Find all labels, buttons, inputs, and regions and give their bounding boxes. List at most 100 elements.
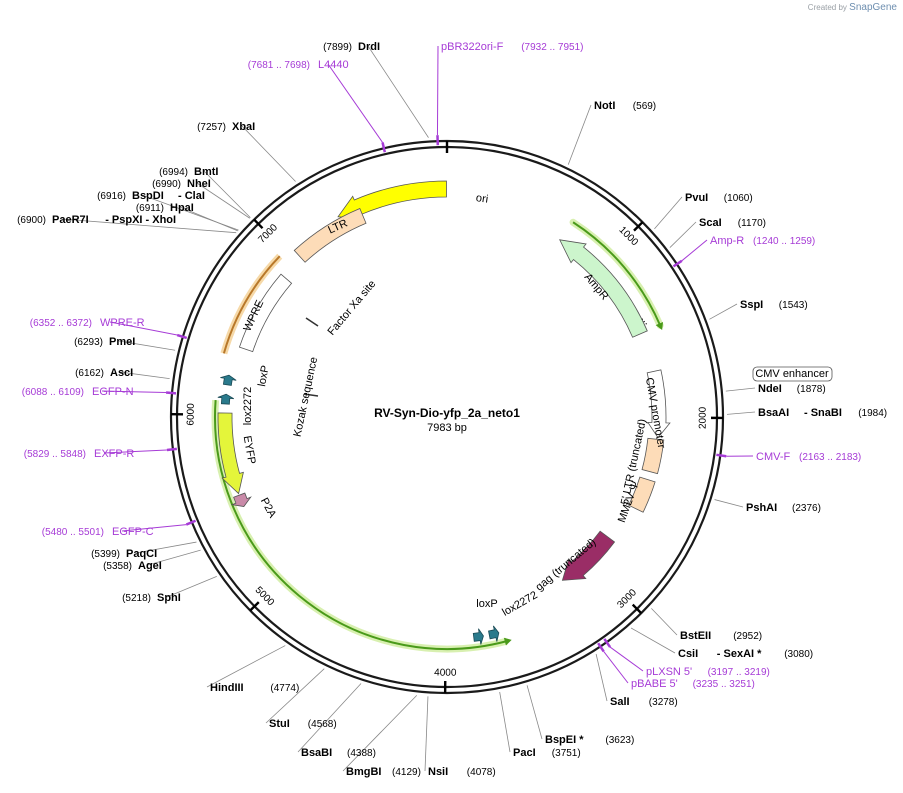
mmlv-psi-feature xyxy=(628,476,656,513)
tick-mark-7000 xyxy=(253,218,264,229)
enzyme-leader-drdi xyxy=(367,45,429,138)
primer-label-plxsn-5[interactable]: pLXSN 5' xyxy=(646,666,692,678)
tick-label-4000: 4000 xyxy=(434,668,457,679)
eyfp-orf-arc xyxy=(214,400,508,650)
primer-site-l4440 xyxy=(381,142,387,153)
primer-label-exfp-r[interactable]: EXFP-R xyxy=(94,448,134,460)
primer-site-plxsn-5 xyxy=(603,638,612,648)
enzyme-label-csii[interactable]: CsiI xyxy=(678,648,698,660)
enzyme-label-sphi[interactable]: SphI xyxy=(157,592,181,604)
enzyme-leader-paci xyxy=(499,691,511,753)
enzyme-label-paci[interactable]: PacI xyxy=(513,747,536,759)
primer-label-egfp-c[interactable]: EGFP-C xyxy=(112,526,154,538)
enzyme-label-bspdi[interactable]: BspDI xyxy=(132,190,164,202)
enzyme-leader-bsaai xyxy=(726,411,756,415)
primer-label-wpre-r[interactable]: WPRE-R xyxy=(100,317,145,329)
enzyme-label-agei[interactable]: AgeI xyxy=(138,560,162,572)
loxp-bottom-feature xyxy=(472,628,484,645)
label-leader-lines xyxy=(61,45,756,772)
primer-site-egfp-n xyxy=(165,391,177,395)
snapgene-branding: Created by SnapGene xyxy=(808,2,897,13)
primer-site-cmv-f xyxy=(716,453,727,458)
kozak-mark xyxy=(303,393,319,397)
enzyme-leader-paer7i xyxy=(61,218,237,234)
enzyme-pos-nsii: (4078) xyxy=(467,767,496,778)
enzyme-pos-scai: (1170) xyxy=(738,218,766,229)
enzyme-pos-sali: (3278) xyxy=(649,697,678,708)
primer-range-l4440: (7681 .. 7698) xyxy=(248,60,310,71)
enzyme-leader-stui xyxy=(265,668,325,724)
enzyme-leader-csii xyxy=(630,627,676,654)
primer-label-egfp-n[interactable]: EGFP-N xyxy=(92,386,134,398)
enzyme-label-bmti[interactable]: BmtI xyxy=(194,166,218,178)
enzyme-label-bsteii[interactable]: BstEII xyxy=(680,630,711,642)
enzyme-extra-bsaai[interactable]: - SnaBI xyxy=(804,407,842,419)
enzyme-pos-ndei: (1878) xyxy=(797,384,826,395)
enzyme-pos-noti: (569) xyxy=(633,101,656,112)
enzyme-label-pvui[interactable]: PvuI xyxy=(685,192,708,204)
primer-site-egfp-c xyxy=(185,519,197,526)
enzyme-label-paer7i[interactable]: PaeR7I xyxy=(52,214,89,226)
enzyme-label-asci[interactable]: AscI xyxy=(110,367,133,379)
enzyme-pos-paci: (3751) xyxy=(552,748,581,759)
enzyme-label-noti[interactable]: NotI xyxy=(594,100,615,112)
primer-range-pbabe-5: (3235 .. 3251) xyxy=(693,679,755,690)
tick-mark-5000 xyxy=(249,601,260,612)
primer-label-cmv-f[interactable]: CMV-F xyxy=(756,451,791,463)
primer-leader-l4440 xyxy=(327,63,383,143)
enzyme-extra-csii[interactable]: - SexAI * xyxy=(717,648,762,660)
enzyme-leader-pshai xyxy=(714,499,744,508)
loxp-left-feature xyxy=(220,374,237,386)
enzyme-label-stui[interactable]: StuI xyxy=(269,718,290,730)
enzyme-pos-bsabi: (4388) xyxy=(347,748,376,759)
enzyme-label-nsii[interactable]: NsiI xyxy=(428,766,448,778)
enzyme-pos-csii: (3080) xyxy=(784,649,813,660)
primer-label-amp-r[interactable]: Amp-R xyxy=(710,235,744,247)
enzyme-pos-bspdi: (6916) xyxy=(97,191,126,202)
enzyme-label-bsaai[interactable]: BsaAI xyxy=(758,407,789,419)
enzyme-label-bmgbi[interactable]: BmgBI xyxy=(346,766,381,778)
enzyme-label-pshai[interactable]: PshAI xyxy=(746,502,777,514)
primer-label-l4440[interactable]: L4440 xyxy=(318,59,349,71)
enzyme-label-bspei[interactable]: BspEI * xyxy=(545,734,584,746)
primer-label-pbr322ori-f[interactable]: pBR322ori-F xyxy=(441,41,504,53)
primer-leader-pbabe-5 xyxy=(603,651,629,684)
enzyme-pos-bsaai: (1984) xyxy=(858,408,887,419)
enzyme-leader-sphi xyxy=(166,575,217,598)
enzyme-label-xbai[interactable]: XbaI xyxy=(232,121,255,133)
wpre-arc xyxy=(222,255,281,354)
gag-feature xyxy=(561,530,616,581)
enzyme-label-paqci[interactable]: PaqCI xyxy=(126,548,157,560)
enzyme-label-drdi[interactable]: DrdI xyxy=(358,41,380,53)
primer-label-pbabe-5[interactable]: pBABE 5' xyxy=(631,678,678,690)
enzyme-extra-paer7i[interactable]: - PspXI - XhoI xyxy=(105,214,176,226)
enzyme-label-scai[interactable]: ScaI xyxy=(699,217,722,229)
enzyme-label-sali[interactable]: SalI xyxy=(610,696,630,708)
enzyme-label-nhei[interactable]: NheI xyxy=(187,178,211,190)
eyfp-orf-arrowhead xyxy=(503,637,512,646)
primer-range-egfp-c: (5480 .. 5501) xyxy=(42,527,104,538)
enzyme-extra-bspdi[interactable]: - ClaI xyxy=(178,190,205,202)
cmv-enhancer-box xyxy=(752,366,833,382)
enzyme-leader-sspi xyxy=(709,303,738,320)
enzyme-leader-bspei xyxy=(526,685,543,740)
enzyme-leader-nsii xyxy=(424,696,429,772)
enzyme-leader-asci xyxy=(119,371,170,380)
enzyme-leader-pmei xyxy=(118,340,176,351)
enzyme-label-bsabi[interactable]: BsaBI xyxy=(301,747,332,759)
enzyme-pos-hindiii: (4774) xyxy=(270,683,299,694)
enzyme-pos-pmei: (6293) xyxy=(74,337,103,348)
p2a-feature xyxy=(230,492,252,507)
feature-label-ori: ori xyxy=(475,192,489,206)
enzyme-label-hindiii[interactable]: HindIII xyxy=(210,682,244,694)
enzyme-leader-scai xyxy=(669,221,697,248)
enzyme-pos-pshai: (2376) xyxy=(792,503,821,514)
primer-range-egfp-n: (6088 .. 6109) xyxy=(22,387,84,398)
ampr-orf-arc-arrowhead xyxy=(655,321,664,330)
wpre-feature xyxy=(238,273,293,353)
enzyme-label-sspi[interactable]: SspI xyxy=(740,299,763,311)
enzyme-label-ndei[interactable]: NdeI xyxy=(758,383,782,395)
enzyme-label-hpai[interactable]: HpaI xyxy=(170,202,194,214)
enzyme-label-pmei[interactable]: PmeI xyxy=(109,336,135,348)
